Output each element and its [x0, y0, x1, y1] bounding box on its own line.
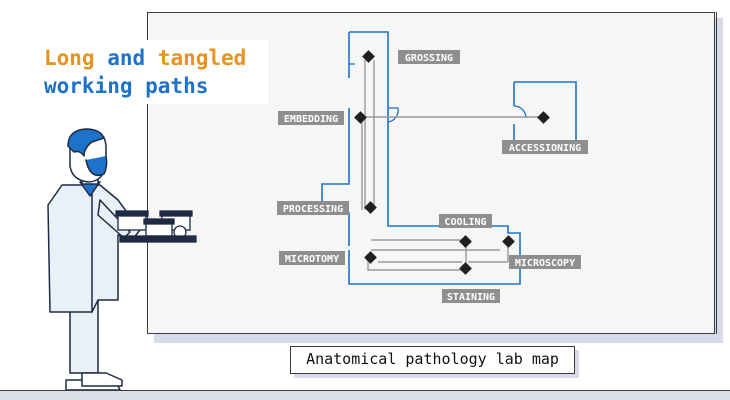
- specimen-tray-icon: [115, 210, 197, 243]
- scientist-figure: [47, 128, 141, 391]
- label-microtomy: MICROTOMY: [285, 254, 339, 265]
- label-embedding: EMBEDDING: [284, 114, 338, 125]
- headline: Long and tangled working paths: [38, 40, 268, 104]
- station-marker-icon: [459, 235, 472, 248]
- label-accessioning: ACCESSIONING: [509, 143, 581, 154]
- headline-word-tangled: tangled: [157, 46, 247, 70]
- station-marker-icon: [502, 235, 515, 248]
- headline-line-2: working paths: [44, 74, 209, 98]
- station-marker-icon: [354, 111, 367, 124]
- lab-walls: [321, 31, 577, 285]
- map-caption: Anatomical pathology lab map: [290, 346, 575, 374]
- station-marker-icon: [364, 251, 377, 264]
- station-marker-icon: [364, 201, 377, 214]
- station-marker-icon: [362, 50, 375, 63]
- label-cooling: COOLING: [444, 217, 486, 228]
- label-staining: STAINING: [447, 292, 495, 303]
- label-processing: PROCESSING: [283, 204, 343, 215]
- door-swing-icon: [349, 63, 527, 123]
- label-grossing: GROSSING: [405, 53, 453, 64]
- station-marker-icon: [459, 262, 472, 275]
- floor: [0, 390, 730, 400]
- headline-word-and: and: [107, 46, 146, 70]
- wall-main-room: [321, 31, 521, 285]
- label-microscopy: MICROSCOPY: [515, 258, 575, 269]
- board-edge: [710, 12, 717, 334]
- headline-word-long: Long: [44, 46, 95, 70]
- station-marker-icon: [537, 111, 550, 124]
- station-labels: GROSSING EMBEDDING ACCESSIONING PROCESSI…: [277, 50, 588, 303]
